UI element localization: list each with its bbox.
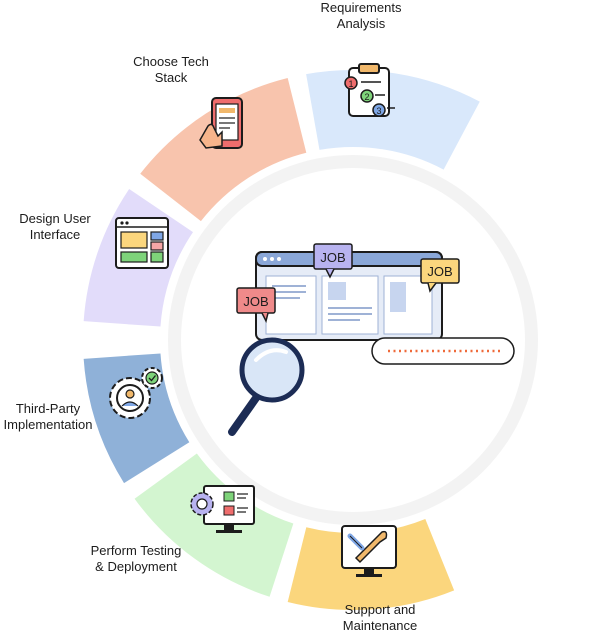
- magnifier-lens: [239, 337, 305, 403]
- step-label-third-party-line2: Implementation: [3, 417, 93, 432]
- job-tag-top-label: JOB: [320, 250, 345, 265]
- step-label-testing-line1: Perform Testing: [90, 543, 182, 558]
- step-label-design-line2: Interface: [29, 227, 81, 242]
- step-label-testing: Perform Testing & Deployment: [76, 543, 196, 575]
- step-label-tech-stack-line2: Stack: [154, 70, 188, 85]
- step-label-requirements: Requirements Analysis: [306, 0, 416, 32]
- tablet-touch-icon: [199, 97, 243, 149]
- segment-tech-stack: [140, 78, 307, 222]
- step-label-tech-stack: Choose Tech Stack: [116, 54, 226, 86]
- step-label-design-line1: Design User: [19, 211, 91, 226]
- step-label-third-party-line1: Third-Party: [15, 401, 81, 416]
- step-label-support: Support and Maintenance: [324, 602, 436, 634]
- step-label-design: Design User Interface: [2, 211, 108, 243]
- step-label-support-line2: Maintenance: [342, 618, 418, 633]
- clipboard-checklist-icon: 1 2 3: [344, 63, 395, 117]
- step-label-requirements-line1: Requirements: [320, 0, 402, 15]
- magnifier-handle: [228, 394, 260, 436]
- job-tag-left: JOB: [236, 287, 276, 324]
- badge-two: 2: [364, 92, 369, 102]
- badge-three: 3: [376, 106, 381, 116]
- job-tag-right-label: JOB: [427, 264, 452, 279]
- job-tag-top: JOB: [313, 243, 353, 279]
- job-tag-right: JOB: [420, 258, 460, 293]
- browser-layout-icon: [115, 217, 169, 269]
- segment-testing: [134, 453, 294, 597]
- gears-user-icon: [109, 367, 163, 419]
- badge-one: 1: [348, 79, 353, 89]
- monitor-checklist-icon: [190, 485, 255, 533]
- segment-requirements: [306, 70, 480, 170]
- monitor-wrench-icon: [341, 525, 397, 577]
- job-search-icon: JOB JOB JOB: [228, 243, 515, 436]
- step-label-support-line1: Support and: [344, 602, 416, 617]
- segment-third-party: [83, 353, 190, 484]
- step-label-tech-stack-line1: Choose Tech: [133, 54, 209, 69]
- step-label-third-party: Third-Party Implementation: [0, 401, 96, 433]
- step-label-requirements-line2: Analysis: [336, 16, 386, 31]
- job-tag-left-label: JOB: [243, 294, 268, 309]
- step-label-testing-line2: & Deployment: [95, 559, 177, 574]
